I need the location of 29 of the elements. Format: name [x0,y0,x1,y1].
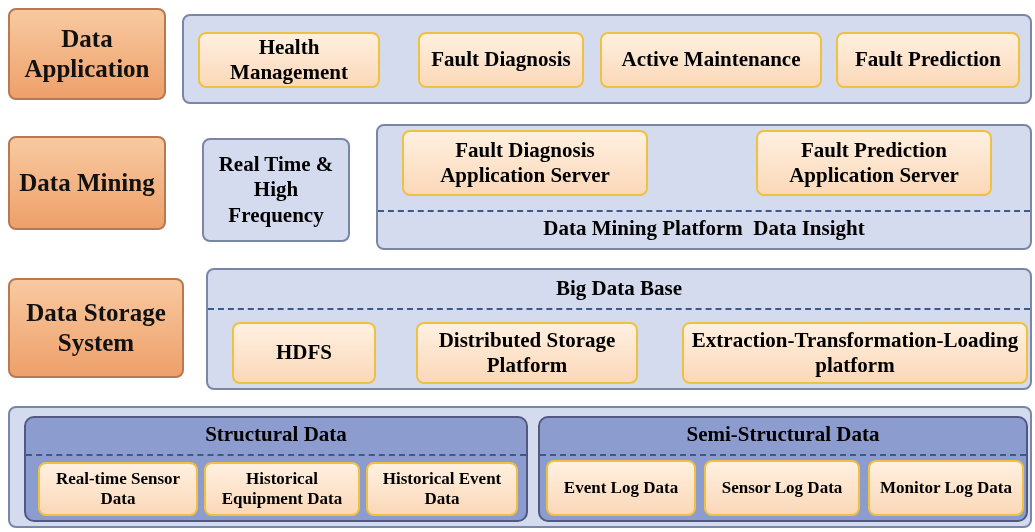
module-block: Fault Prediction Application Server [756,130,992,196]
panel-title: Structural Data [204,422,348,448]
module-block: Fault Diagnosis Application Server [402,130,648,196]
layer-label: Data Application [8,8,166,100]
module-block: Event Log Data [546,460,696,516]
layer-panel [376,124,1032,250]
layer-panel [182,14,1032,104]
panel-title: Semi-Structural Data [685,422,881,448]
module-block: HDFS [232,322,376,384]
layer-label: Data Mining [8,136,166,230]
data-group-panel [538,416,1028,522]
layer-label: Data Storage System [8,278,184,378]
module-block: Sensor Log Data [704,460,860,516]
module-block: Historical Event Data [366,462,518,516]
layer-panel [8,406,1032,528]
module-block: Extraction-Transformation-Loading platform [682,322,1028,384]
module-block: Fault Prediction [836,32,1020,88]
data-group-panel [24,416,528,522]
module-block: Real Time & High Frequency [202,138,350,242]
module-block: Historical Equipment Data [204,462,360,516]
module-block: Monitor Log Data [868,460,1024,516]
module-block: Distributed Storage Platform [416,322,638,384]
module-block: Health Management [198,32,380,88]
module-block: Fault Diagnosis [418,32,584,88]
module-block: Active Maintenance [600,32,822,88]
panel-title: Data Mining Platform Data Insight [542,216,866,242]
layer-panel [206,268,1032,390]
panel-title: Big Data Base [555,276,683,302]
module-block: Real-time Sensor Data [38,462,198,516]
